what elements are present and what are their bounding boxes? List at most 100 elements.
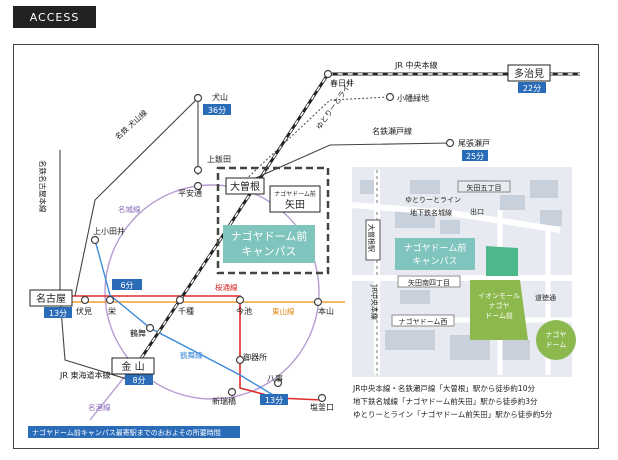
note-1: JR中央本線・名鉄瀬戸線「大曽根」駅から徒歩約10分: [352, 383, 535, 393]
station-ozone-box[interactable]: [225, 177, 265, 195]
badge-tajimi-time: [518, 82, 546, 93]
inset-dome-1: ナゴヤ: [546, 330, 567, 339]
inset-aeon-3: ドーム前: [485, 311, 513, 320]
badge-yagoto-time: [260, 394, 288, 405]
station-komaki-dot[interactable]: [385, 92, 395, 102]
station-imaike-dot[interactable]: [235, 295, 245, 305]
station-gokiso-dot[interactable]: [235, 355, 245, 365]
station-aratamabashi-dot[interactable]: [227, 387, 237, 397]
campus-label-2: キャンパス: [242, 245, 297, 258]
label-shiogamaguchi: 塩釜口: [310, 402, 334, 412]
meitetsu-nagoya-line: [59, 150, 131, 381]
seto-line: [239, 142, 451, 186]
badge-owariseto-time: [462, 150, 488, 161]
label-komaki: 小幡緑地: [397, 93, 429, 103]
label-meitetsu-nagoya: 名鉄名古屋本線: [38, 160, 48, 213]
station-kamiotai-dot[interactable]: [90, 235, 100, 245]
label-ozone: 大曽根: [230, 180, 260, 193]
access-header: ACCESS: [13, 6, 96, 28]
inset-aeon-2: ナゴヤ: [489, 301, 510, 310]
label-tsurumai: 鶴舞: [130, 328, 146, 338]
station-yagoto-dot[interactable]: [273, 378, 283, 388]
station-chikusa-dot[interactable]: [175, 295, 185, 305]
yutorito-line: [239, 96, 391, 186]
label-aratamabashi: 新瑞橋: [212, 396, 236, 406]
inset-map: [351, 167, 576, 377]
campus-area-box: [216, 166, 330, 275]
station-yada-box[interactable]: [269, 185, 321, 213]
label-meijo: 名城線: [118, 204, 141, 214]
label-meiko: 名港線: [88, 402, 111, 412]
svg-text:25分: 25分: [466, 152, 484, 161]
label-sakae: 栄: [108, 306, 116, 316]
label-tsurumai-line: 鶴舞線: [180, 350, 203, 360]
note-2: 地下鉄名城線「ナゴヤドーム前矢田」駅から徒歩約3分: [353, 396, 538, 406]
station-tajimi-box[interactable]: [507, 64, 551, 82]
map-frame: [13, 44, 599, 449]
svg-text:8分: 8分: [132, 376, 145, 385]
station-kanayama-box[interactable]: [111, 357, 155, 375]
label-yagoto: 八事: [267, 373, 283, 383]
label-higashiyama: 東山線: [272, 306, 295, 316]
station-heiandori-dot[interactable]: [193, 181, 203, 191]
inset-dome-west: ナゴヤドーム西: [399, 317, 448, 326]
label-inuyama: 犬山: [212, 92, 228, 102]
label-nagoyadome: ナゴヤドーム前: [274, 190, 316, 198]
inset-aeon-1: イオンモール: [478, 292, 520, 300]
footer-text: ナゴヤドーム前キャンパス最寄駅までのおおよその所要時間: [32, 428, 221, 437]
label-heiandori: 平安通: [178, 188, 202, 198]
station-kasugai-dot[interactable]: [323, 69, 333, 79]
label-motoyama: 本山: [318, 306, 334, 316]
badge-nagoya-time: [44, 307, 72, 318]
label-yada: 矢田: [285, 198, 305, 211]
inset-underground: 地下鉄名城線: [410, 208, 452, 217]
meijo-loop: [104, 184, 320, 400]
label-kasugai: 春日井: [330, 78, 354, 88]
label-inuyama-line: 名鉄 犬山線: [113, 107, 150, 141]
inset-dome-2: ドーム: [546, 341, 567, 349]
label-owariseto: 尾張瀬戸: [458, 138, 490, 148]
svg-text:36分: 36分: [208, 106, 226, 115]
inset-yutorito: ゆとりーとライン: [405, 196, 461, 204]
label-nagoya: 名古屋: [36, 292, 66, 305]
inset-jrchuo: JR中央本線: [370, 284, 379, 320]
meitetsu-inuyama-line: [74, 97, 199, 297]
station-sakae-dot[interactable]: [105, 295, 115, 305]
inset-dome-east: 道徳通: [535, 293, 556, 302]
station-shiogamaguchi-dot[interactable]: [317, 393, 327, 403]
station-fushimi-dot[interactable]: [80, 295, 90, 305]
station-nagoya-box[interactable]: [29, 289, 73, 307]
note-3: ゆとりーとライン「ナゴヤドーム前矢田」駅から徒歩約5分: [353, 409, 553, 419]
label-seto: 名鉄瀬戸線: [372, 126, 412, 136]
badge-six-min: [112, 279, 142, 290]
campus-box: [223, 225, 315, 263]
label-tokaido: JR 東海道本線: [59, 370, 110, 380]
label-chikusa: 千種: [178, 306, 194, 316]
label-kanayama: 金 山: [121, 360, 144, 373]
station-owariseto-dot[interactable]: [445, 138, 455, 148]
label-sakuradori: 桜通線: [215, 282, 238, 292]
station-motoyama-dot[interactable]: [313, 297, 323, 307]
svg-text:6分: 6分: [120, 281, 133, 290]
access-title: ACCESS: [29, 10, 80, 24]
inset-campus-2: キャンパス: [412, 256, 457, 267]
campus-label-1: ナゴヤドーム前: [231, 229, 308, 243]
svg-text:22分: 22分: [523, 84, 541, 93]
footer-bar: [28, 426, 240, 438]
station-inuyama-dot[interactable]: [193, 93, 203, 103]
station-tsurumai-dot[interactable]: [145, 323, 155, 333]
label-kamiotai: 上小田井: [93, 226, 125, 236]
inset-yada5: 矢田五丁目: [467, 183, 502, 192]
inset-ozone: 大曽根駅: [367, 224, 376, 252]
svg-text:13分: 13分: [49, 309, 67, 318]
inset-yadaminami: 矢田南四丁目: [408, 278, 450, 287]
svg-text:13分: 13分: [265, 396, 283, 405]
label-kamiiida: 上飯田: [207, 154, 231, 164]
label-fushimi: 伏見: [76, 306, 92, 316]
badge-kanayama-time: [125, 374, 153, 385]
station-kamiiida-dot[interactable]: [193, 165, 203, 175]
label-tajimi: 多治見: [514, 67, 544, 80]
label-jr-chuo: JR 中央本線: [394, 60, 437, 70]
label-gokiso: 御器所: [243, 352, 267, 362]
